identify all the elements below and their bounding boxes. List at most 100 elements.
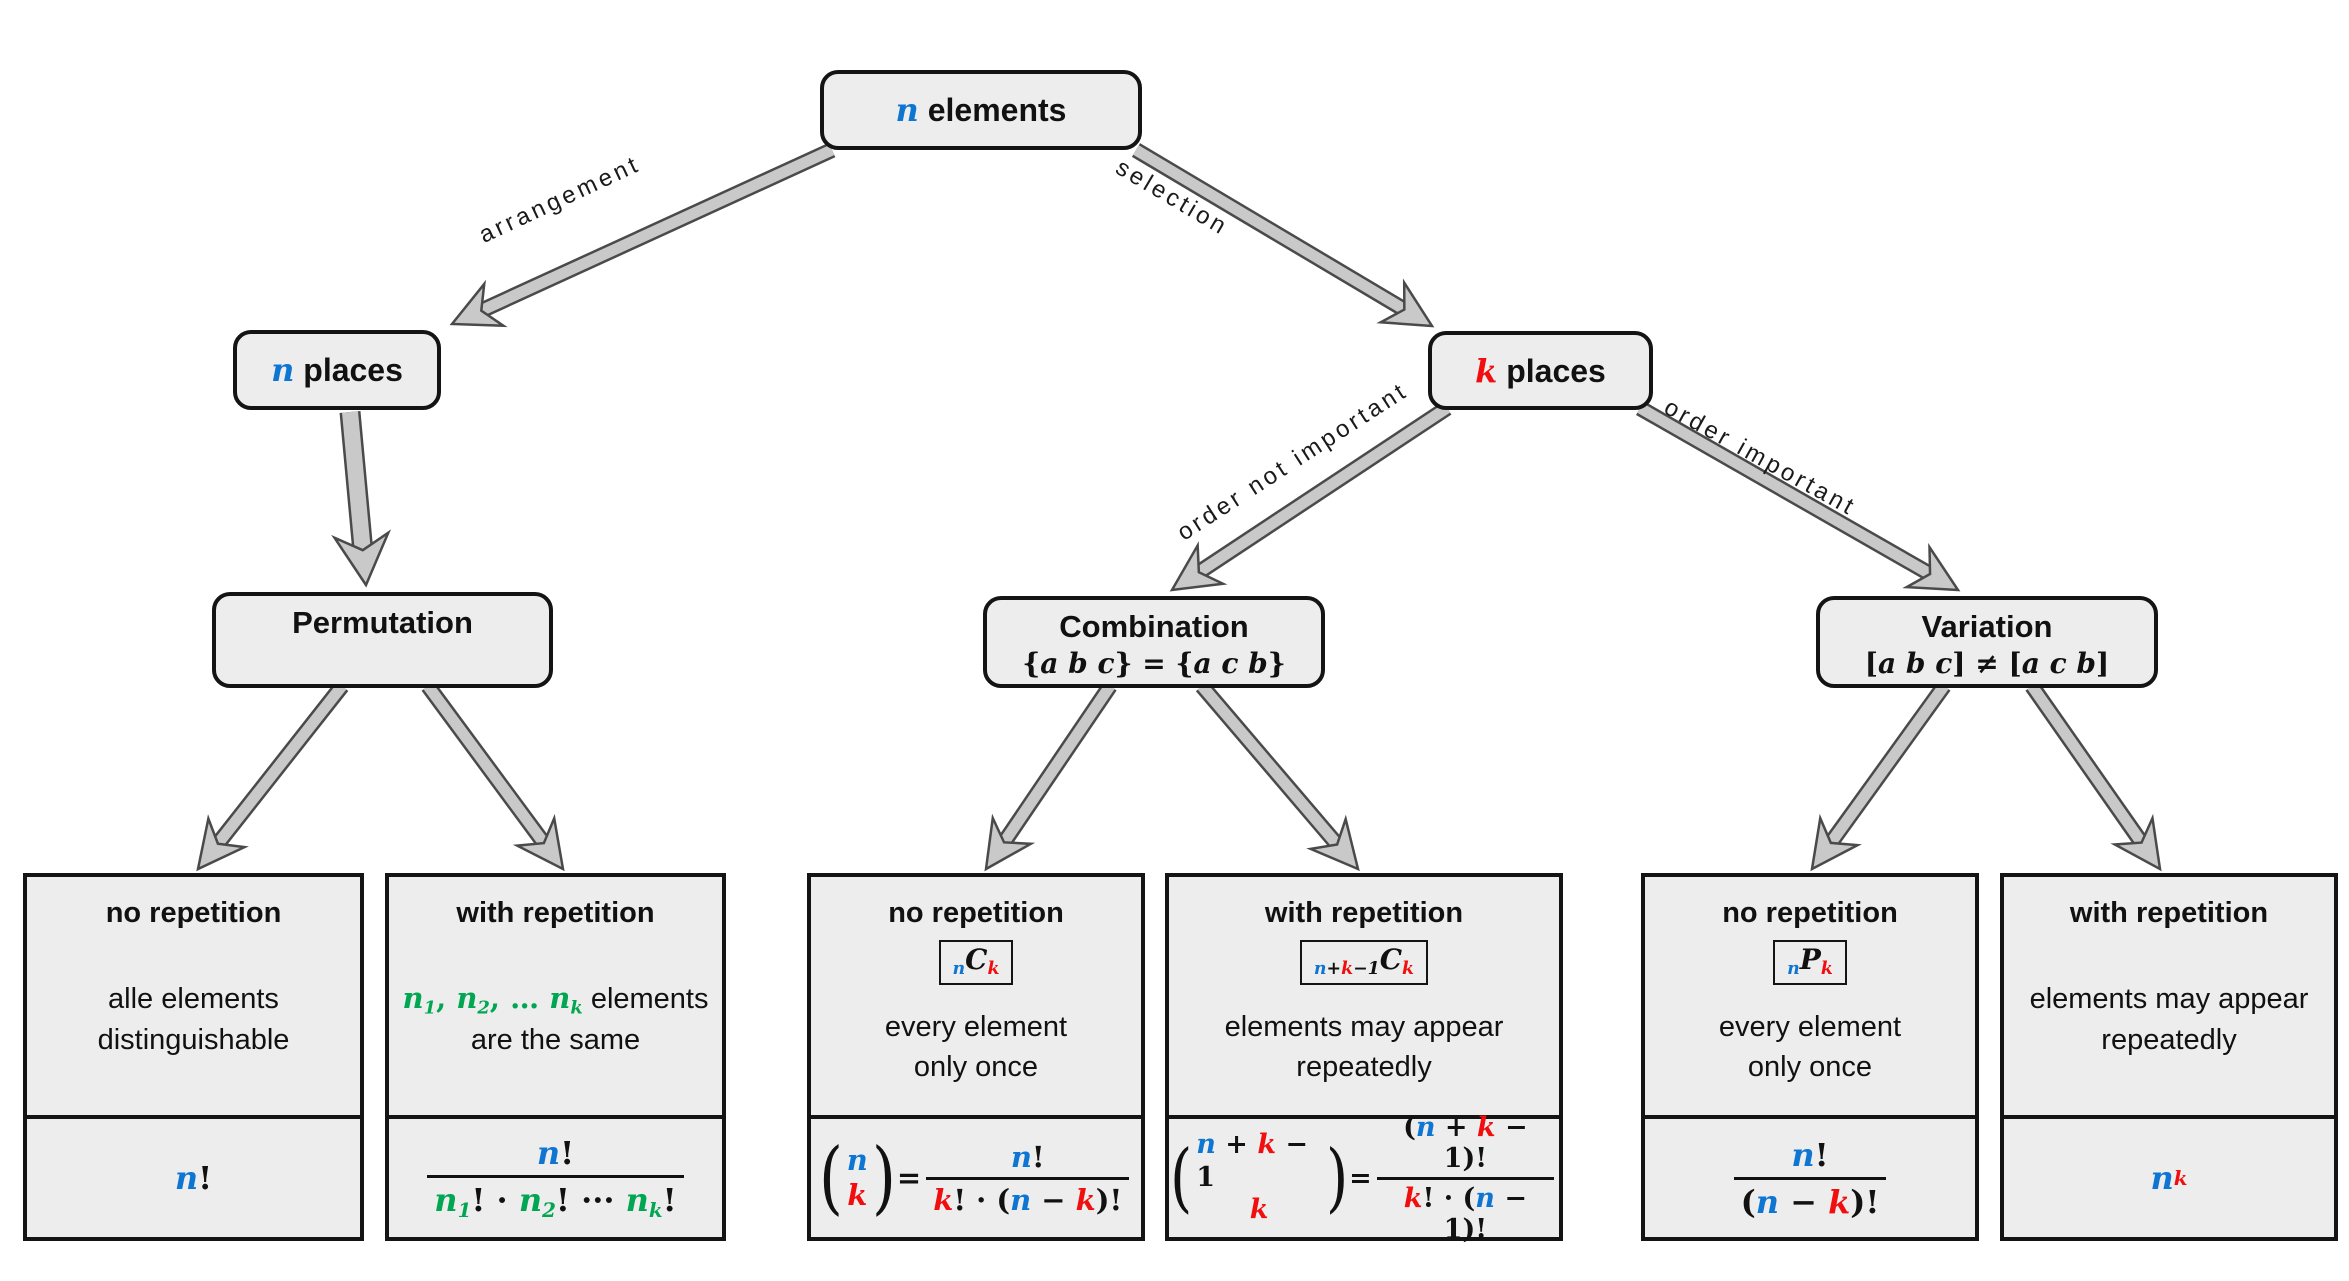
leaf-title: with repetition [2069, 897, 2269, 929]
arrow-permutation-with-rep [421, 681, 565, 872]
binomial-paren: ) [1325, 1133, 1349, 1222]
math-token: k [1257, 1129, 1277, 1161]
leaf-description: elements may appear repeatedly [2030, 930, 2309, 1115]
node-n-places: n places [233, 330, 441, 410]
arrow-shaft [1133, 145, 1414, 318]
binomial-paren: ( [818, 1130, 843, 1224]
arrow-shaft [2027, 682, 2151, 852]
desc-line: n1, n2, … nk elements [403, 978, 709, 1021]
math-token: ! [662, 1181, 677, 1220]
leaf-title: with repetition [456, 897, 655, 929]
math-token: k [1075, 1182, 1096, 1217]
arrow-head [1169, 541, 1228, 592]
desc-line: elements may appear [2030, 979, 2309, 1020]
math-token: C [965, 943, 988, 976]
math-token: n [456, 980, 478, 1015]
desc-line: every element [885, 1007, 1067, 1048]
leaf-description: every element only once [885, 985, 1067, 1115]
arrow-variation-no-rep [1810, 681, 1951, 872]
math-token: places [294, 352, 403, 388]
math-token: n [625, 1181, 649, 1220]
math-token: ! ··· [555, 1181, 626, 1220]
arrow-head [1376, 278, 1435, 328]
math-token: repeatedly [2101, 1023, 2237, 1056]
node-label: k places [1475, 352, 1606, 390]
fraction-bar [427, 1175, 684, 1179]
leaf-description: alle elements distinguishable [98, 930, 290, 1115]
desc-line: only once [885, 1047, 1067, 1088]
arrow-head [512, 813, 565, 872]
math-token: n [846, 1143, 868, 1178]
math-token: k [987, 959, 1000, 980]
binomial-paren: ) [871, 1130, 896, 1224]
math-token: k [933, 1182, 954, 1217]
arrow-combination-with-rep [1195, 680, 1360, 872]
arrow-head [1902, 542, 1961, 592]
math-token: k [1476, 1111, 1496, 1143]
fraction-bar [1733, 1176, 1887, 1180]
leaf-body: with repetition n1, n2, … nk elements ar… [389, 877, 722, 1115]
arrow-shaft [423, 682, 553, 852]
math-token: )! [1850, 1182, 1880, 1221]
math-token: −1 [1353, 959, 1380, 980]
math-token: n [549, 980, 571, 1015]
node-k-places: k places [1428, 331, 1653, 410]
math-token: elements may appear [2029, 982, 2309, 1015]
leaf-permutation-with-repetition: with repetition n1, n2, … nk elements ar… [385, 873, 726, 1241]
math-token: k [570, 997, 583, 1019]
leaf-description: every element only once [1719, 985, 1901, 1115]
leaf-permutation-no-repetition: no repetition alle elements distinguisha… [23, 873, 364, 1241]
fraction-part: k! · (n − k)! [926, 1183, 1129, 1217]
math-token: ! · ( [953, 1182, 1011, 1217]
math-token: , [436, 980, 457, 1015]
fraction-part: n! [1784, 1136, 1835, 1174]
math-token: n [1791, 1135, 1815, 1174]
math-token: − 1)! [1443, 1111, 1528, 1174]
math-token: [ [1864, 646, 1878, 680]
math-token: ! [198, 1159, 213, 1197]
desc-line: every element [1719, 1007, 1901, 1048]
leaf-body: no repetition nPk every element only onc… [1645, 877, 1975, 1115]
math-token: ! · ( [1422, 1182, 1476, 1214]
leaf-body: with repetition elements may appear repe… [2004, 877, 2334, 1115]
math-token: elements may appear [1224, 1010, 1504, 1043]
math-token: } [1267, 646, 1286, 680]
node-permutation: Permutation [212, 592, 553, 688]
arrow-shaft [472, 144, 835, 319]
formula-symbol-badge-nCk: nCk [938, 940, 1014, 986]
math-token: = [1349, 1162, 1372, 1194]
math-token: )! [1095, 1182, 1123, 1217]
arrow-head [984, 813, 1036, 872]
math-token: + [1326, 959, 1342, 980]
arrow-shaft [342, 411, 372, 559]
math-token: k [1249, 1194, 1269, 1226]
math-token: , … [489, 980, 550, 1015]
math-token: k [1475, 351, 1498, 390]
math-token: k [1828, 1182, 1851, 1221]
desc-line: only once [1719, 1047, 1901, 1088]
math-token: 1 [457, 1197, 472, 1222]
arrow-shaft [1190, 403, 1451, 581]
leaf-formula: n!n1! · n2! ··· nk! [389, 1115, 722, 1237]
arrow-shaft [1822, 682, 1949, 852]
node-subtitle: [a b c] ≠ [a c b] [1865, 647, 2109, 684]
math-token: k [2173, 1166, 2188, 1190]
arrow-head [1810, 813, 1862, 872]
arrow-head [2110, 813, 2162, 872]
leaf-variation-no-repetition: no repetition n Pk every element only onc… [1641, 873, 1979, 1241]
leaf-title: no repetition [1722, 897, 1898, 929]
math-token: alle elements [108, 982, 279, 1015]
math-token: are the same [470, 1024, 641, 1057]
fraction-part: n! [1004, 1140, 1052, 1174]
math-token: n [434, 1181, 458, 1220]
node-title: Combination [1059, 609, 1249, 644]
math-token: + [1215, 1129, 1258, 1161]
leaf-formula: n!(n − k)! [1645, 1115, 1975, 1237]
arrow-combination-no-rep [984, 681, 1117, 872]
math-token: P [1799, 943, 1821, 976]
